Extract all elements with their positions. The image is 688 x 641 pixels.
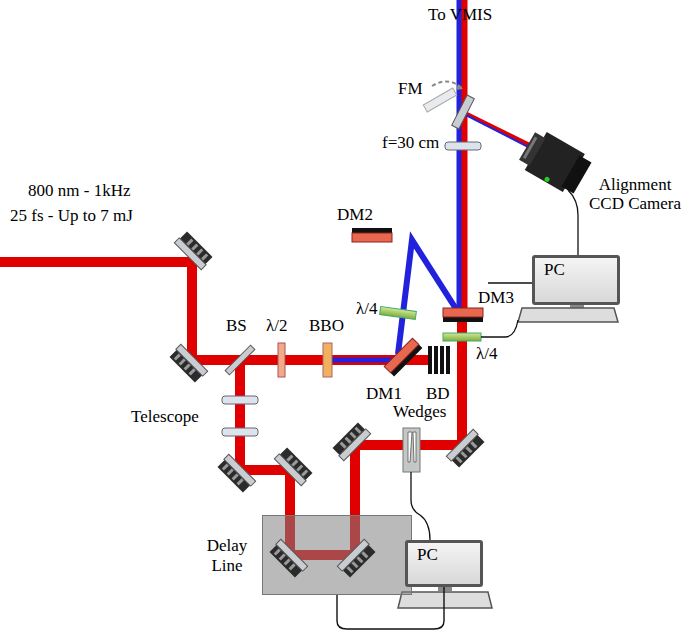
part-name: BD: [426, 385, 450, 404]
part-name: DM3: [478, 289, 514, 308]
computer-monitor: PC: [405, 540, 483, 587]
part-name: DM2: [337, 206, 373, 225]
laser-spec: 25 fs - Up to 7 mJ: [10, 207, 133, 226]
part-name: BS: [226, 317, 247, 336]
beam-destination: To VMIS: [428, 6, 492, 25]
stage-label: Delay Line: [199, 536, 255, 575]
part-name: λ/4: [476, 345, 497, 364]
part-name: λ/2: [266, 317, 287, 336]
part-name: BBO: [309, 317, 344, 336]
part-name: DM1: [366, 385, 402, 404]
computer-label: PC: [535, 258, 565, 280]
computer-monitor: PC: [532, 255, 620, 305]
lens-focal-length: f=30 cm: [382, 134, 439, 153]
part-name: λ/4: [356, 300, 377, 319]
part-name: Telescope: [131, 408, 199, 427]
delay-line-stage: Delay Line: [262, 515, 412, 595]
part-name: FM: [398, 80, 423, 99]
computer-label: PC: [408, 543, 438, 565]
part-name: Wedges: [393, 403, 446, 422]
camera-name: Alignment CCD Camera: [585, 176, 685, 213]
laser-spec: 800 nm - 1kHz: [28, 182, 130, 201]
